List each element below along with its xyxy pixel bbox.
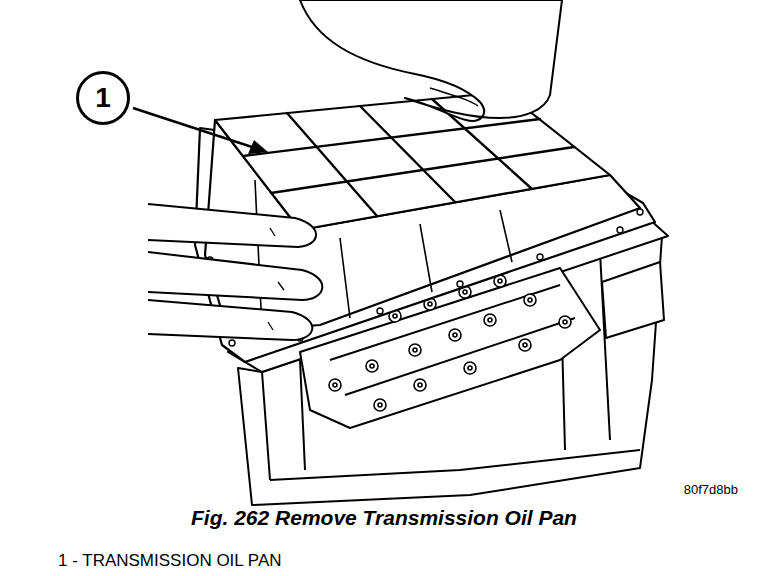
figure-caption: Fig. 262 Remove Transmission Oil Pan <box>191 506 577 530</box>
leader-arrow <box>133 108 268 154</box>
figure-code: 80f7d8bb <box>684 483 738 498</box>
callout-number: 1 <box>95 84 111 112</box>
part-legend: 1 - TRANSMISSION OIL PAN <box>58 551 282 571</box>
hands <box>148 0 562 340</box>
pan-ribs <box>243 99 574 216</box>
callout-circle: 1 <box>76 71 130 125</box>
